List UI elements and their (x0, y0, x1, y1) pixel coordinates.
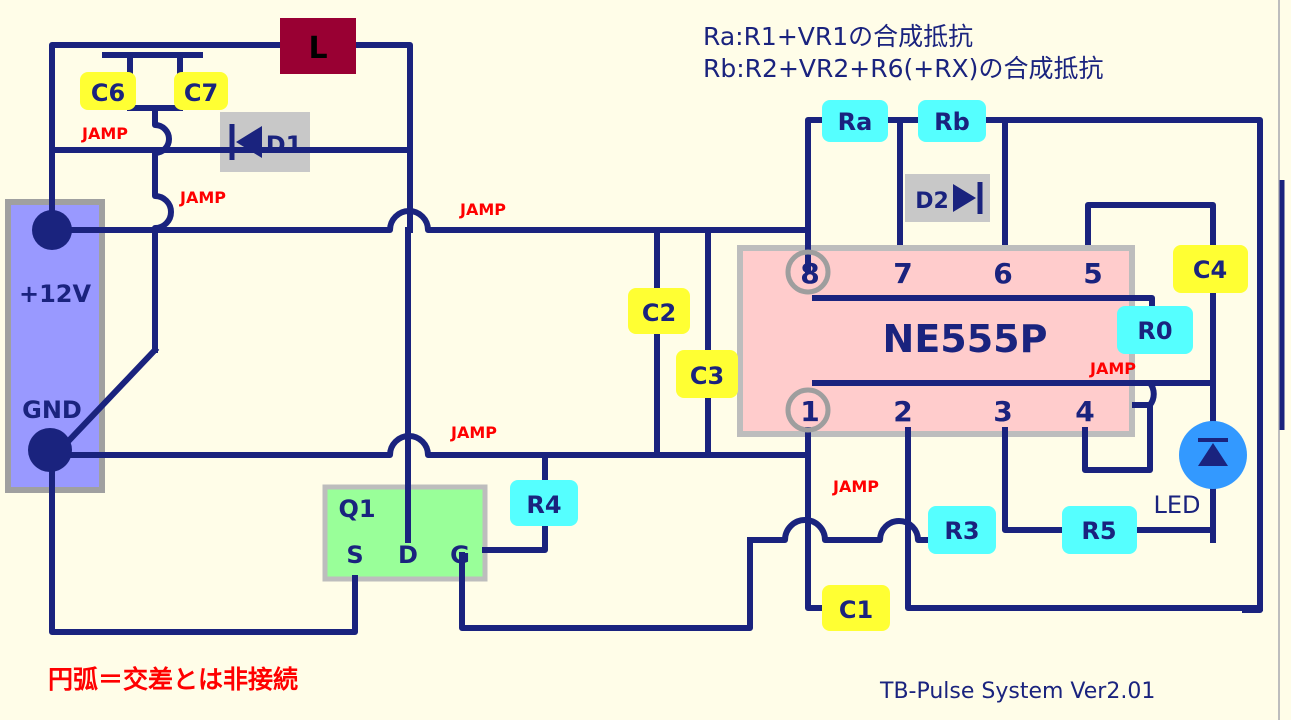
jamp-label-1: JAMP (81, 124, 128, 143)
q1-pin-g: G (450, 541, 470, 569)
wire-pin5-c4 (1085, 202, 1216, 543)
c1-label: C1 (839, 596, 873, 624)
cyan-labels (510, 100, 1193, 554)
version-label: TB-Pulse System Ver2.01 (879, 679, 1155, 704)
pin-7: 7 (893, 257, 912, 290)
wire-pin3 (1002, 427, 1216, 533)
ra-label: Ra (838, 108, 873, 136)
rb-label: Rb (934, 108, 970, 136)
pin-4: 4 (1075, 395, 1094, 428)
wire-c6c7 (102, 52, 203, 111)
d2-symbol (953, 182, 983, 214)
pin1-marker (785, 387, 831, 433)
q1-pins: S D G (346, 541, 470, 569)
wire-jamp-column (152, 105, 174, 353)
ra-note: Ra:R1+VR1の合成抵抗 (703, 22, 973, 51)
plus-12v-label: +12V (19, 280, 92, 308)
plus-terminal (32, 210, 72, 250)
pin-2: 2 (893, 395, 912, 428)
jamp-label-5: JAMP (1089, 359, 1136, 378)
wire-gnd-diagonal (55, 345, 160, 455)
yellow-labels (80, 72, 1248, 631)
q1-pin-s: S (346, 541, 363, 569)
wires (49, 42, 1263, 635)
jamp-label-6: JAMP (832, 477, 879, 496)
gnd-label: GND (22, 396, 82, 424)
wire-pin4 (1082, 402, 1153, 473)
jamp-label-2: JAMP (179, 188, 226, 207)
r5-label: R5 (1081, 517, 1116, 545)
c6-label: C6 (91, 79, 125, 107)
inductor-l (280, 18, 356, 74)
legend-note: 円弧＝交差とは非接続 (48, 665, 298, 694)
wire-left-rail (49, 42, 308, 233)
ne555-body (737, 245, 1135, 437)
wire-source-gnd (49, 457, 358, 635)
jamp-label-4: JAMP (450, 423, 497, 442)
d1-body (220, 112, 310, 172)
d2-label: D2 (915, 189, 949, 214)
c4-label: C4 (1193, 256, 1227, 284)
jamp-label-3: JAMP (459, 200, 506, 219)
rb-note: Rb:R2+VR2+R6(+RX)の合成抵抗 (703, 54, 1103, 83)
d1-label: D1 (266, 131, 303, 159)
inductor-label: L (308, 31, 327, 66)
pin-6: 6 (993, 257, 1012, 290)
r4-label: R4 (526, 491, 561, 519)
gnd-terminal (28, 428, 72, 472)
wire-c1 (805, 502, 828, 611)
pin-8: 8 (800, 257, 819, 290)
wire-c2c3 (654, 231, 711, 458)
d1-symbol (229, 124, 262, 160)
wire-pin2 (905, 427, 1263, 611)
q1-pin-d: D (398, 541, 418, 569)
pin-1: 1 (800, 395, 819, 428)
ne555-name: NE555P (883, 317, 1048, 361)
led-symbol (1198, 438, 1228, 466)
q1-name: Q1 (338, 495, 375, 523)
c3-label: C3 (690, 362, 724, 390)
c2-label: C2 (642, 299, 676, 327)
pin-5: 5 (1083, 257, 1102, 290)
wire-l-right (352, 42, 413, 233)
r3-label: R3 (944, 517, 979, 545)
wire-pin76 (897, 117, 1008, 245)
ne555-pins: 8 7 6 5 1 2 3 4 (800, 257, 1102, 428)
pin8-marker (785, 249, 831, 295)
r0-label: R0 (1137, 317, 1172, 345)
pin-3: 3 (993, 395, 1012, 428)
jamp-labels: JAMP JAMP JAMP JAMP JAMP JAMP (81, 124, 1136, 496)
wire-gate-return (459, 537, 753, 631)
led-label: LED (1153, 491, 1200, 519)
wire-12v-main (49, 208, 808, 233)
c7-label: C7 (184, 79, 218, 107)
